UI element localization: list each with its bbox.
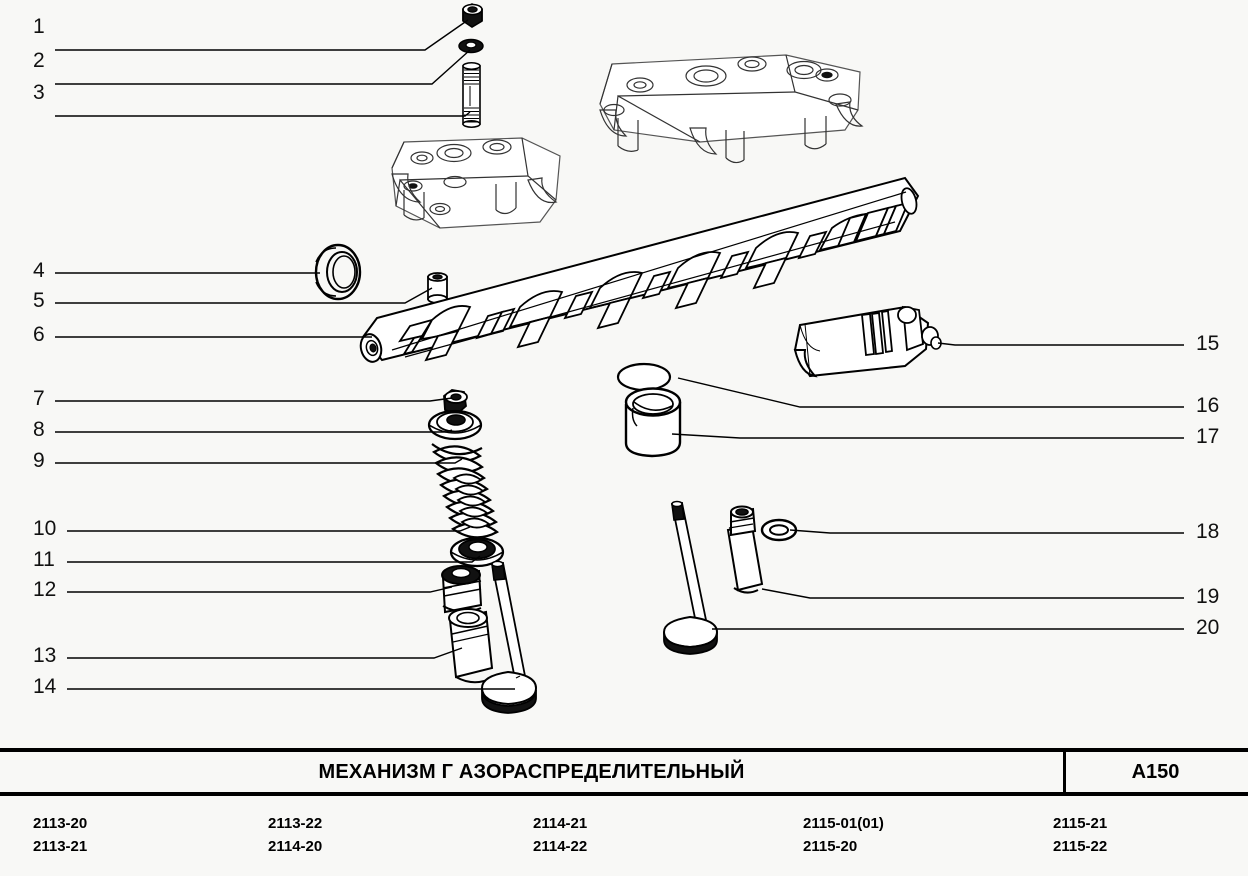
part-number: 2114-21 (533, 815, 588, 832)
titleblock-rule-middle (0, 792, 1248, 796)
part-number: 2115-22 (1053, 838, 1108, 856)
valve-stem-seal-part-12 (441, 565, 483, 614)
part-number-column-2: 2113-22 2114-20 (268, 812, 322, 859)
diagram-code: A150 (1131, 761, 1180, 783)
leader-line-8 (55, 429, 453, 433)
valve-springs-part-9-10 (431, 443, 500, 539)
callout-number-9: 9 (33, 449, 45, 472)
part-number: 2114-22 (533, 838, 588, 856)
callout-number-16: 16 (1196, 394, 1220, 417)
leader-line-7 (55, 397, 453, 402)
callout-number-20: 20 (1196, 616, 1220, 639)
callout-number-14: 14 (33, 675, 57, 698)
callout-number-6: 6 (33, 323, 45, 346)
tappet-bucket-part-17 (624, 387, 682, 458)
part-number: 2113-22 (268, 815, 323, 832)
stud-part-3 (462, 62, 481, 128)
callout-number-10: 10 (33, 517, 57, 540)
dowel-bush-part-5 (427, 272, 448, 304)
leader-line-19 (761, 588, 1184, 599)
part-number: 2115-20 (803, 838, 858, 856)
leader-line-17 (671, 433, 1184, 439)
valve-collets-part-7 (443, 389, 468, 416)
part-number: 2115-01(01) (803, 815, 884, 832)
callout-number-5: 5 (33, 289, 45, 312)
part-number-column-5: 2115-21 2115-22 (1053, 812, 1107, 859)
callout-number-12: 12 (33, 578, 57, 601)
leader-line-9 (55, 458, 463, 464)
callout-number-13: 13 (33, 644, 57, 667)
part-number-column-3: 2114-21 2114-22 (533, 812, 587, 859)
leader-line-12 (67, 586, 453, 593)
callout-number-3: 3 (33, 81, 45, 104)
part-number: 2115-21 (1053, 815, 1108, 832)
camshaft-bearing-sleeve-part-15 (793, 305, 942, 378)
leader-line-2 (55, 49, 471, 85)
callout-number-11: 11 (33, 548, 55, 571)
intake-valve-part-14 (480, 560, 538, 714)
part-number-column-1: 2113-20 2113-21 (33, 812, 87, 859)
part-number: 2114-20 (268, 838, 323, 856)
nut-part-1 (462, 3, 483, 28)
callout-number-4: 4 (33, 259, 45, 282)
leader-line-18 (789, 529, 1184, 534)
leader-line-15 (937, 342, 1184, 346)
title-block: МЕХАНИЗМ Г АЗОРАСПРЕДЕЛИТЕЛЬНЫЙ A150 211… (0, 748, 1248, 876)
exhaust-valve-part-20 (662, 500, 719, 655)
leader-line-13 (67, 647, 463, 659)
callout-number-2: 2 (33, 49, 45, 72)
washer-part-2 (458, 38, 484, 54)
camshaft-bearing-housing-front (391, 137, 561, 229)
callout-number-18: 18 (1196, 520, 1220, 543)
leader-line-5 (55, 287, 433, 304)
leader-line-3 (55, 111, 471, 117)
diagram-title: МЕХАНИЗМ Г АЗОРАСПРЕДЕЛИТЕЛЬНЫЙ (318, 761, 745, 783)
titleblock-vertical-divider (1063, 748, 1066, 796)
leader-line-10 (67, 526, 471, 532)
exhaust-valve-guide-part-19 (726, 505, 764, 594)
callout-number-7: 7 (33, 387, 45, 410)
part-number: 2113-20 (33, 815, 88, 832)
valve-guide-part-13 (448, 608, 494, 684)
spring-lower-seat-part-11 (449, 536, 505, 568)
camshaft-bearing-housing-rear (599, 54, 864, 164)
camshaft-oil-seal-part-4 (314, 243, 362, 301)
callout-number-8: 8 (33, 418, 45, 441)
camshaft-part-6 (359, 176, 920, 363)
callout-number-15: 15 (1196, 332, 1220, 355)
leader-line-11 (67, 555, 481, 563)
part-number: 2113-21 (33, 838, 88, 856)
part-number-column-4: 2115-01(01) 2115-20 (803, 812, 884, 859)
callout-number-19: 19 (1196, 585, 1220, 608)
leader-line-1 (55, 19, 469, 51)
callout-number-17: 17 (1196, 425, 1220, 448)
leader-line-16 (677, 377, 1184, 408)
titleblock-rule-top (0, 748, 1248, 752)
callout-number-1: 1 (33, 15, 45, 38)
